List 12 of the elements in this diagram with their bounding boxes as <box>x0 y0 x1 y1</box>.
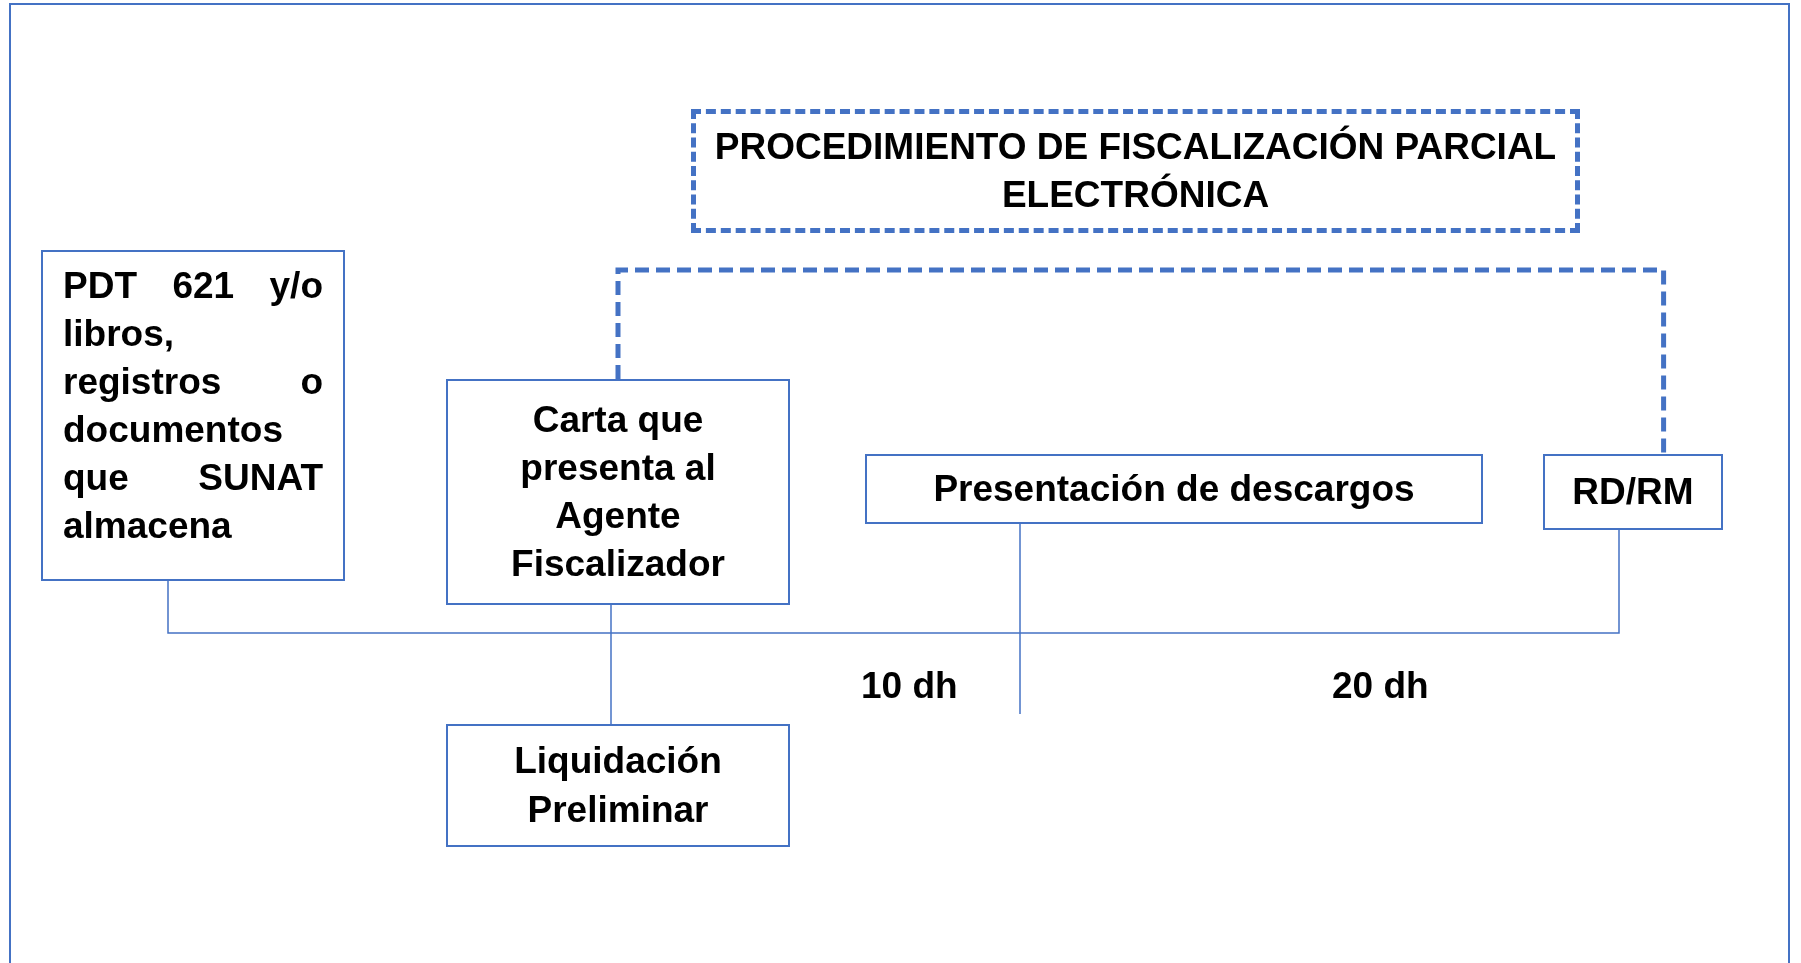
process-box: PDT 621 y/o libros, registros o documentos que SUNAT almacena <box>41 250 345 581</box>
duration-label: 20 dh <box>1332 665 1429 707</box>
process-box: Presentación de descargos <box>865 454 1483 524</box>
connector-line <box>167 529 1620 634</box>
process-box: Carta que presenta al Agente Fiscalizador <box>446 379 790 605</box>
connector-line <box>610 604 612 725</box>
process-box: RD/RM <box>1543 454 1723 530</box>
process-box: Liquidación Preliminar <box>446 724 790 847</box>
connector-line <box>1019 523 1021 715</box>
duration-label: 10 dh <box>861 665 958 707</box>
dashed-bracket <box>615 267 1667 454</box>
title-box: PROCEDIMIENTO DE FISCALIZACIÓN PARCIAL ELECTRÓNICA <box>691 109 1580 233</box>
